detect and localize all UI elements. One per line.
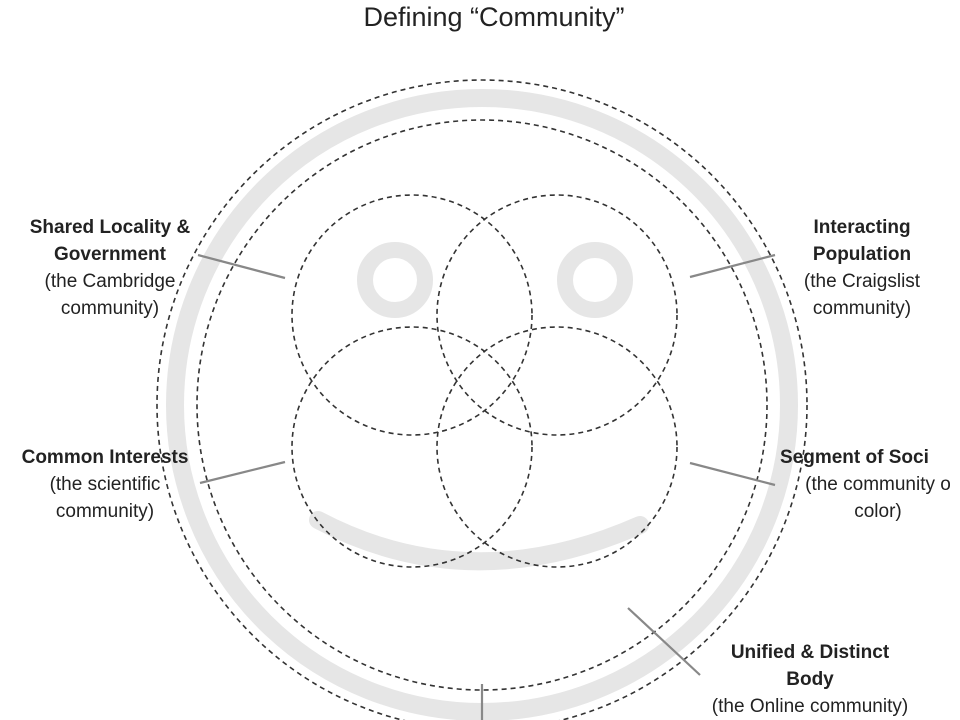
left-eye xyxy=(357,242,433,318)
label-main: Unified & Distinct Body xyxy=(730,642,890,690)
venn-circle-top-right xyxy=(436,194,678,436)
label-main: Interacting Population xyxy=(812,217,912,265)
leader-interacting-population xyxy=(689,253,776,279)
venn-circle-top-left xyxy=(291,194,533,436)
label-sub: (the community o color) xyxy=(805,474,951,522)
outer-dashed-circle xyxy=(156,79,808,720)
leader-unified-distinct xyxy=(627,607,701,676)
label-main: Shared Locality & Government xyxy=(29,217,191,265)
leader-common-interests xyxy=(199,460,286,485)
inner-dashed-circle xyxy=(196,119,768,691)
label-interacting-population: Interacting Population (the Craigslist c… xyxy=(782,214,942,322)
label-unified-distinct: Unified & Distinct Body (the Online comm… xyxy=(690,639,930,720)
face-outline xyxy=(166,89,798,720)
label-sub: (the Online community) xyxy=(711,696,909,717)
label-sub: (the scientific community) xyxy=(49,474,161,522)
smiley-face-icon xyxy=(166,89,798,720)
page-title: Defining “Community” xyxy=(363,2,625,32)
leader-segment-of-society xyxy=(689,461,776,487)
label-main: Segment of Soci xyxy=(780,447,929,468)
venn-circle-bottom-right xyxy=(436,326,678,568)
label-sub: (the Craigslist community) xyxy=(803,271,921,319)
smile xyxy=(309,511,649,571)
venn-circle-bottom-left xyxy=(291,326,533,568)
label-segment-of-society: Segment of Soci (the community o color) xyxy=(778,444,960,525)
right-eye xyxy=(557,242,633,318)
label-main: Common Interests xyxy=(21,447,189,468)
label-shared-locality: Shared Locality & Government (the Cambri… xyxy=(5,214,215,322)
label-sub: (the Cambridge community) xyxy=(44,271,176,319)
leader-shared-locality xyxy=(197,253,286,280)
label-common-interests: Common Interests (the scientific communi… xyxy=(5,444,205,525)
